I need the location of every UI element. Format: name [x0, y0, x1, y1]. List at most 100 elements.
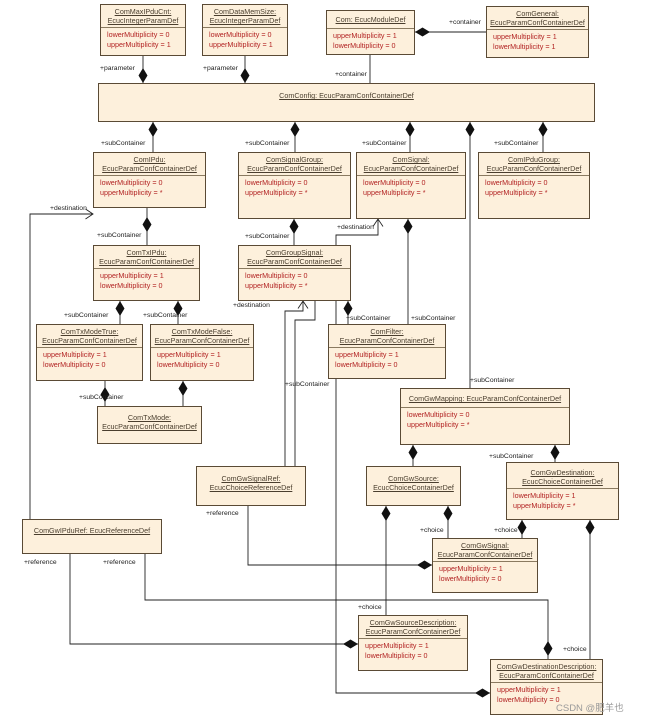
class-header: ComTxModeTrue:EcucParamConfContainerDef [37, 325, 142, 348]
attr-upper-multiplicity: upperMultiplicity = 1 [439, 564, 503, 573]
attr-lower-multiplicity: lowerMultiplicity = 1 [513, 491, 576, 500]
attr-lower-multiplicity: lowerMultiplicity = 0 [407, 410, 470, 419]
class-name: ComSignalGroup: [265, 155, 324, 164]
attr-upper-multiplicity: upperMultiplicity = * [100, 187, 163, 197]
role-label-reference: +reference [24, 559, 57, 566]
class-com-signal[interactable]: ComSignal:EcucParamConfContainerDef lowe… [356, 152, 466, 219]
class-name: ComIPduGroup: [508, 155, 560, 164]
class-header: ComSignal:EcucParamConfContainerDef [357, 153, 465, 176]
class-type: EcucChoiceReferenceDef [209, 483, 293, 492]
class-header: ComGwMapping: EcucParamConfContainerDef [401, 389, 569, 408]
attr-upper-multiplicity: upperMultiplicity = 1 [107, 39, 171, 49]
class-com-txmode-false[interactable]: ComTxModeFalse:EcucParamConfContainerDef… [150, 324, 254, 381]
class-name: ComTxModeTrue: [60, 327, 119, 336]
class-com-gw-signal-ref[interactable]: ComGwSignalRef:EcucChoiceReferenceDef [196, 466, 306, 506]
class-com-gw-source-description[interactable]: ComGwSourceDescription:EcucParamConfCont… [358, 615, 468, 671]
class-com-ipdu-group[interactable]: ComIPduGroup:EcucParamConfContainerDef l… [478, 152, 590, 219]
class-name: ComGroupSignal: [265, 248, 324, 257]
composition-diamond [115, 301, 125, 316]
connector-line [144, 554, 549, 659]
composition-diamond [343, 301, 353, 316]
class-header: ComIPdu:EcucParamConfContainerDef [94, 153, 205, 176]
class-type: EcucParamConfContainerDef [365, 627, 461, 636]
role-label-subcontainer: +subContainer [285, 381, 330, 388]
class-type: EcucParamConfContainerDef [486, 164, 582, 173]
class-name: ComGwSourceDescription: [369, 618, 457, 627]
role-label-subcontainer: +subContainer [245, 140, 290, 147]
class-com-gw-mapping[interactable]: ComGwMapping: EcucParamConfContainerDef … [400, 388, 570, 445]
connector-line [247, 506, 432, 566]
class-com-config[interactable]: ComConfig: EcucParamConfContainerDef [98, 83, 595, 122]
attr-lower-multiplicity: lowerMultiplicity = 0 [100, 280, 163, 290]
attr-upper-multiplicity: upperMultiplicity = 1 [157, 350, 221, 359]
class-name: ComIPdu: [133, 155, 166, 164]
attr-upper-multiplicity: upperMultiplicity = 1 [100, 271, 164, 280]
class-com-gw-signal[interactable]: ComGwSignal:EcucParamConfContainerDef up… [432, 538, 538, 593]
composition-diamond [290, 122, 300, 137]
class-type: EcucIntegerParamDef [209, 16, 281, 25]
class-header: ComIPduGroup:EcucParamConfContainerDef [479, 153, 589, 176]
class-com-txmode[interactable]: ComTxMode:EcucParamConfContainerDef [97, 406, 202, 444]
class-header: ComFilter:EcucParamConfContainerDef [329, 325, 445, 348]
class-header: ComDataMemSize:EcucIntegerParamDef [203, 5, 287, 28]
class-header: ComGwSignal:EcucParamConfContainerDef [433, 539, 537, 562]
class-type: EcucChoiceContainerDef [522, 477, 603, 486]
class-header: Com: EcucModuleDef [327, 11, 414, 29]
class-com-module[interactable]: Com: EcucModuleDef upperMultiplicity = 1… [326, 10, 415, 55]
composition-diamond [543, 641, 553, 656]
attr-lower-multiplicity: lowerMultiplicity = 0 [363, 178, 426, 187]
class-com-general[interactable]: ComGeneral:EcucParamConfContainerDef upp… [486, 6, 589, 58]
attr-lower-multiplicity: lowerMultiplicity = 0 [485, 178, 548, 187]
attr-lower-multiplicity: lowerMultiplicity = 0 [157, 359, 220, 369]
class-com-gw-source[interactable]: ComGwSource:EcucChoiceContainerDef [366, 466, 461, 506]
role-label-choice: +choice [494, 527, 518, 534]
class-header: ComMaxIPduCnt:EcucIntegerParamDef [101, 5, 185, 28]
class-com-gw-ipdu-ref[interactable]: ComGwIPduRef: EcucReferenceDef [22, 519, 162, 554]
attr-lower-multiplicity: lowerMultiplicity = 0 [365, 650, 428, 660]
connector-line [29, 213, 93, 519]
attr-upper-multiplicity: upperMultiplicity = * [485, 187, 548, 197]
class-name: ComTxMode: [127, 413, 172, 422]
reference-arrowhead [297, 300, 309, 309]
role-label-destination: +destination [233, 302, 270, 309]
class-name: ComGwSignalRef: [221, 474, 281, 483]
class-com-datamem-size[interactable]: ComDataMemSize:EcucIntegerParamDef lower… [202, 4, 288, 56]
composition-diamond [173, 301, 183, 316]
class-com-txmode-true[interactable]: ComTxModeTrue:EcucParamConfContainerDef … [36, 324, 143, 381]
composition-diamond [417, 560, 432, 570]
class-com-filter[interactable]: ComFilter:EcucParamConfContainerDef uppe… [328, 324, 446, 379]
class-type: EcucParamConfContainerDef [490, 18, 585, 27]
class-type: EcucParamConfContainerDef [102, 422, 197, 431]
class-com-txipdu[interactable]: ComTxIPdu:EcucParamConfContainerDef uppe… [93, 245, 200, 301]
class-com-maxipdu-cnt[interactable]: ComMaxIPduCnt:EcucIntegerParamDef lowerM… [100, 4, 186, 56]
composition-diamond [148, 122, 158, 137]
attr-lower-multiplicity: lowerMultiplicity = 0 [107, 30, 170, 39]
class-type: EcucIntegerParamDef [107, 16, 179, 25]
composition-diamond [475, 688, 490, 698]
role-label-subcontainer: +subContainer [97, 232, 142, 239]
role-label-choice: +choice [420, 527, 444, 534]
role-label-destination: +destination [50, 205, 87, 212]
class-com-group-signal[interactable]: ComGroupSignal:EcucParamConfContainerDef… [238, 245, 351, 301]
class-name: ComGeneral: [516, 9, 559, 18]
composition-diamond [415, 27, 430, 37]
role-label-subcontainer: +subContainer [494, 140, 539, 147]
class-com-gw-destination[interactable]: ComGwDestination:EcucChoiceContainerDef … [506, 462, 619, 520]
class-com-gw-destination-description[interactable]: ComGwDestinationDescription:EcucParamCon… [490, 659, 603, 715]
attr-upper-multiplicity: upperMultiplicity = * [245, 187, 308, 197]
class-header: ComGeneral:EcucParamConfContainerDef [487, 7, 588, 30]
connector-line [69, 554, 358, 645]
role-label-container: +container [335, 71, 367, 78]
reference-arrowhead [372, 218, 384, 227]
class-com-signal-group[interactable]: ComSignalGroup:EcucParamConfContainerDef… [238, 152, 351, 219]
class-com-ipdu[interactable]: ComIPdu:EcucParamConfContainerDef lowerM… [93, 152, 206, 208]
